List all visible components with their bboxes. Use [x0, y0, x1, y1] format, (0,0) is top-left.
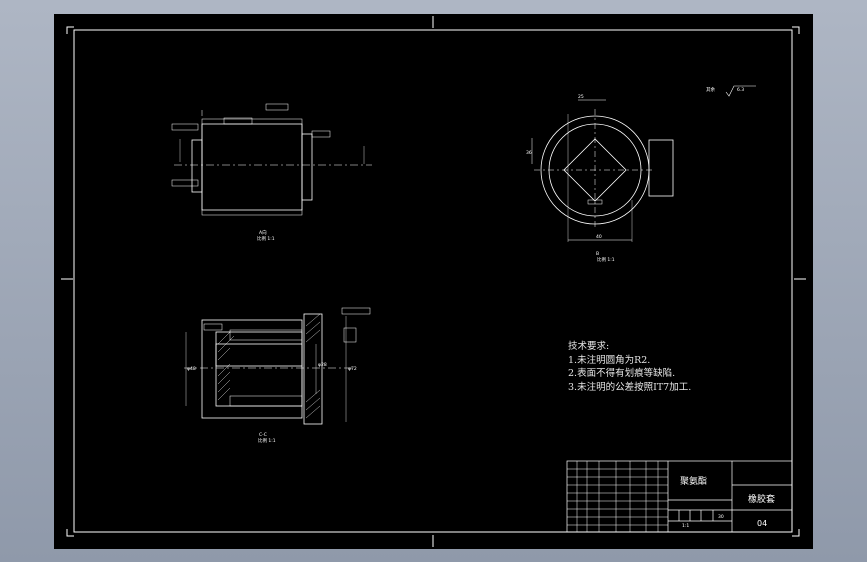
dim-section-right: φ72	[348, 366, 357, 372]
tech-requirement-3: 3.未注明的公差按照IT7加工.	[568, 381, 691, 393]
front-view-scale: 比例 1:1	[597, 256, 615, 263]
dim-left-height: 36	[526, 150, 532, 156]
front-view-label: B	[596, 251, 599, 257]
side-view	[171, 103, 372, 216]
title-block	[566, 460, 793, 533]
drawing-viewport[interactable]: A向 比例 1:1 25 40 36 B 比例 1:1 其余 6.3	[54, 14, 813, 549]
section-hatching	[217, 313, 321, 419]
side-view-label: A向	[259, 229, 267, 236]
title-drawing-no: 04	[757, 519, 767, 528]
title-sheet: 30	[718, 514, 724, 520]
dim-top-width: 25	[578, 94, 584, 100]
dim-bottom-width: 40	[596, 234, 602, 240]
section-view-label: C-C	[259, 432, 267, 438]
registration-marks	[61, 16, 806, 547]
sheet-border	[73, 29, 793, 533]
revision-grid	[567, 461, 668, 532]
title-material: 聚氨酯	[680, 475, 707, 487]
tech-requirement-2: 2.表面不得有划痕等缺陷.	[568, 367, 675, 379]
dim-section-bore: φ28	[318, 362, 327, 368]
dim-section-left: φ48	[187, 366, 196, 372]
section-view	[184, 307, 371, 425]
title-part-name: 橡胶套	[748, 493, 775, 505]
title-scale: 1:1	[682, 523, 689, 529]
cad-drawing: A向 比例 1:1 25 40 36 B 比例 1:1 其余 6.3	[61, 16, 806, 547]
section-view-scale: 比例 1:1	[258, 437, 276, 444]
surface-finish-label: 其余	[706, 86, 715, 93]
roughness-value: 6.3	[737, 87, 744, 93]
front-view	[531, 99, 674, 242]
roughness-icon	[725, 85, 756, 97]
tech-requirements-heading: 技术要求:	[568, 340, 609, 352]
side-view-scale: 比例 1:1	[257, 235, 275, 242]
tech-requirement-1: 1.未注明圆角为R2.	[568, 354, 650, 366]
